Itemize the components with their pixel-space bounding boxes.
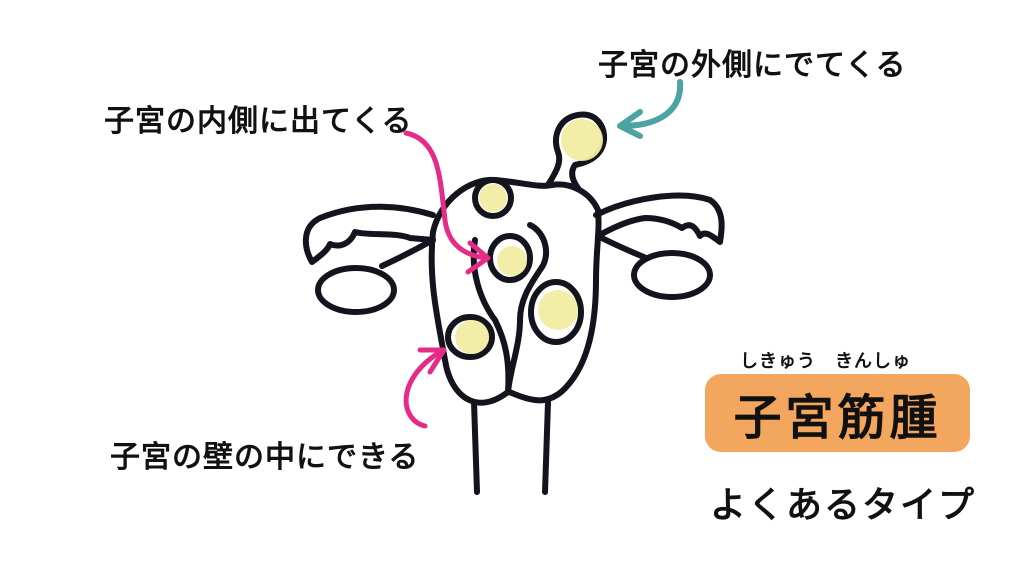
fibroid-top (479, 184, 507, 212)
title-box: 子宮筋腫 (705, 374, 970, 452)
uterus-outline (428, 176, 602, 406)
fibroid-wall (455, 320, 489, 354)
fibroid-outer (561, 119, 603, 161)
title-ruby: しきゅう きんしゅ (740, 351, 911, 372)
label-inner-fibroid: 子宮の内側に出てくる (104, 104, 413, 139)
arrow-wall-icon (403, 347, 447, 429)
arrow-inner-icon (403, 130, 491, 275)
arrow-outer-icon (617, 79, 684, 139)
label-wall-fibroid: 子宮の壁の中にできる (110, 440, 420, 475)
label-outer-fibroid: 子宮の外側にでてくる (598, 48, 907, 83)
fibroid-inner (497, 246, 527, 276)
subtitle: よくあるタイプ (710, 485, 977, 526)
page-title: 子宮筋腫 (733, 390, 942, 446)
fibroid-right (538, 290, 578, 330)
